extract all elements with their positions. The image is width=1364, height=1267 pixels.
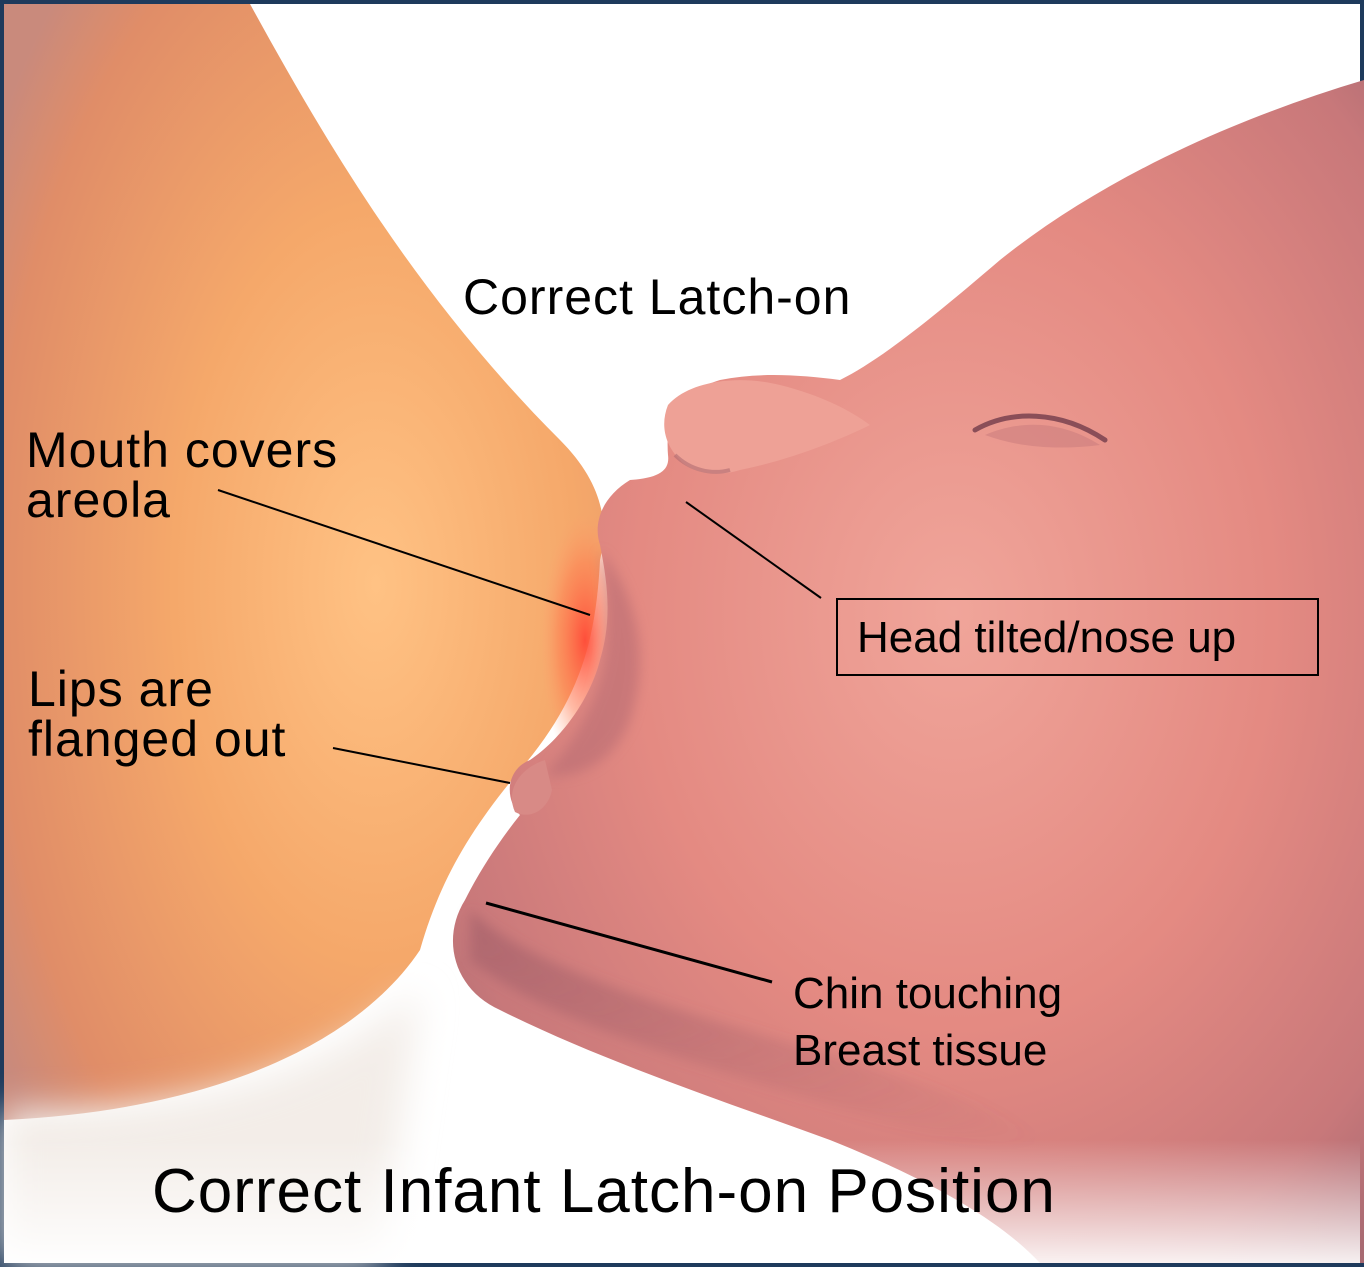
label-chin-line2: Breast tissue xyxy=(793,1022,1062,1079)
label-lips-line1: Lips are xyxy=(28,664,286,714)
label-mouth-covers-areola: Mouth covers areola xyxy=(26,425,338,525)
label-chin-touching: Chin touching Breast tissue xyxy=(793,965,1062,1079)
label-mouth-line2: areola xyxy=(26,475,338,525)
label-lips-flanged-out: Lips are flanged out xyxy=(28,664,286,764)
label-head-tilted: Head tilted/nose up xyxy=(857,613,1236,663)
diagram-caption: Correct Infant Latch-on Position xyxy=(152,1156,1056,1227)
label-mouth-line1: Mouth covers xyxy=(26,425,338,475)
diagram-title: Correct Latch-on xyxy=(463,268,851,326)
label-chin-line1: Chin touching xyxy=(793,965,1062,1022)
label-lips-line2: flanged out xyxy=(28,714,286,764)
